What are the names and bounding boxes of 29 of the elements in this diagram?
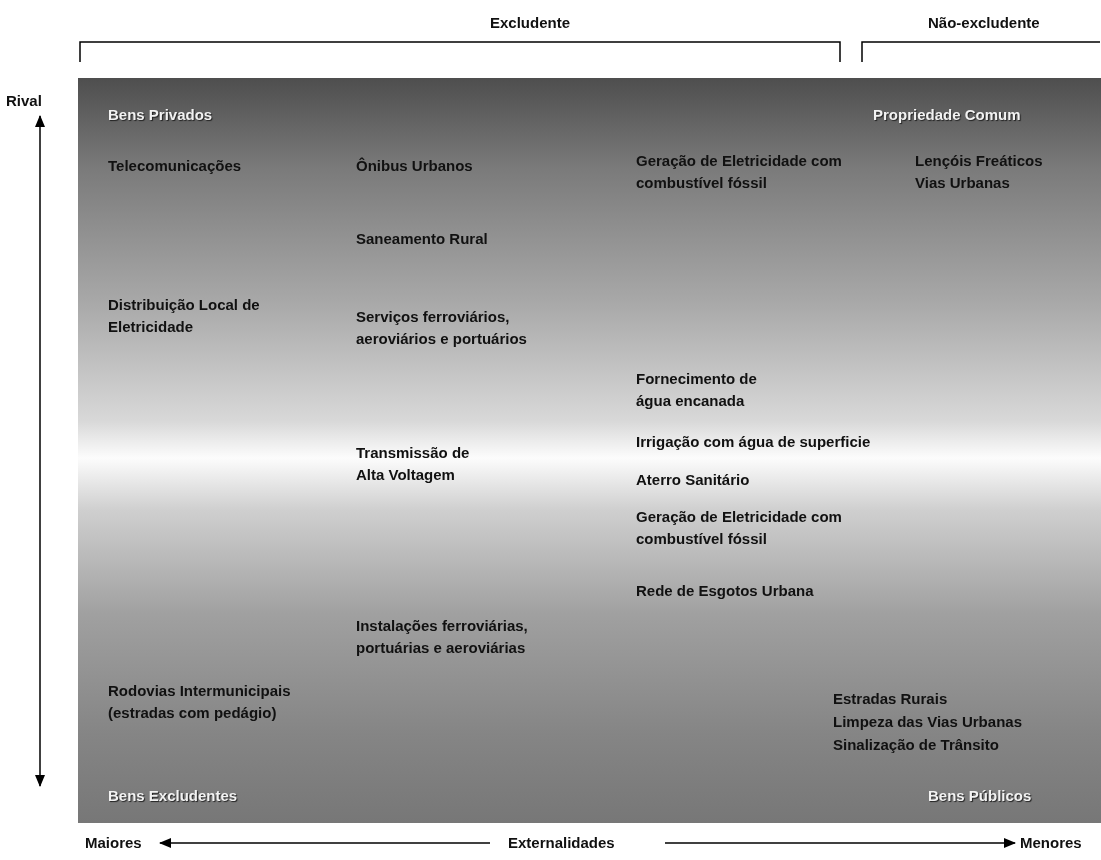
good-label: Sinalização de Trânsito	[833, 735, 1000, 755]
bracket-label: Excludente	[489, 13, 571, 33]
axis-label: Maiores	[85, 833, 143, 853]
good-label: Aterro Sanitário	[636, 470, 751, 490]
good-label: Serviços ferroviários, aeroviários e portuários	[356, 307, 528, 349]
corner-label: Bens Privados	[108, 105, 214, 125]
good-label: Irrigação com água de superficie	[636, 432, 872, 452]
good-label: Transmissão de Alta Voltagem	[356, 443, 471, 485]
good-label: Rodovias Intermunicipais (estradas com pedágio)	[108, 681, 292, 723]
corner-label: Propriedade Comum	[873, 105, 1022, 125]
good-label: Vias Urbanas	[915, 173, 1011, 193]
corner-label: Bens Públicos	[928, 786, 1033, 806]
good-label: Instalações ferroviárias, portuárias e aeroviárias	[356, 616, 529, 658]
corner-label: Bens Excludentes	[108, 786, 239, 806]
good-label: Geração de Eletricidade com combustível fóssil	[636, 151, 843, 193]
good-label: Geração de Eletricidade com combustível fóssil	[636, 507, 843, 549]
axis-label: Externalidades	[508, 833, 616, 853]
good-label: Distribuição Local de Eletricidade	[108, 295, 261, 337]
good-label: Lençóis Freáticos	[915, 151, 1044, 171]
good-label: Rede de Esgotos Urbana	[636, 581, 815, 601]
good-label: Fornecimento de água encanada	[636, 369, 758, 411]
axis-label: Rival	[6, 91, 43, 111]
bracket-label: Não-excludente	[928, 13, 1041, 33]
good-label: Limpeza das Vias Urbanas	[833, 712, 1023, 732]
good-label: Ônibus Urbanos	[356, 156, 474, 176]
axis-label: Menores	[1020, 833, 1083, 853]
good-label: Saneamento Rural	[356, 229, 489, 249]
good-label: Telecomunicações	[108, 156, 243, 176]
good-label: Estradas Rurais	[833, 689, 949, 709]
